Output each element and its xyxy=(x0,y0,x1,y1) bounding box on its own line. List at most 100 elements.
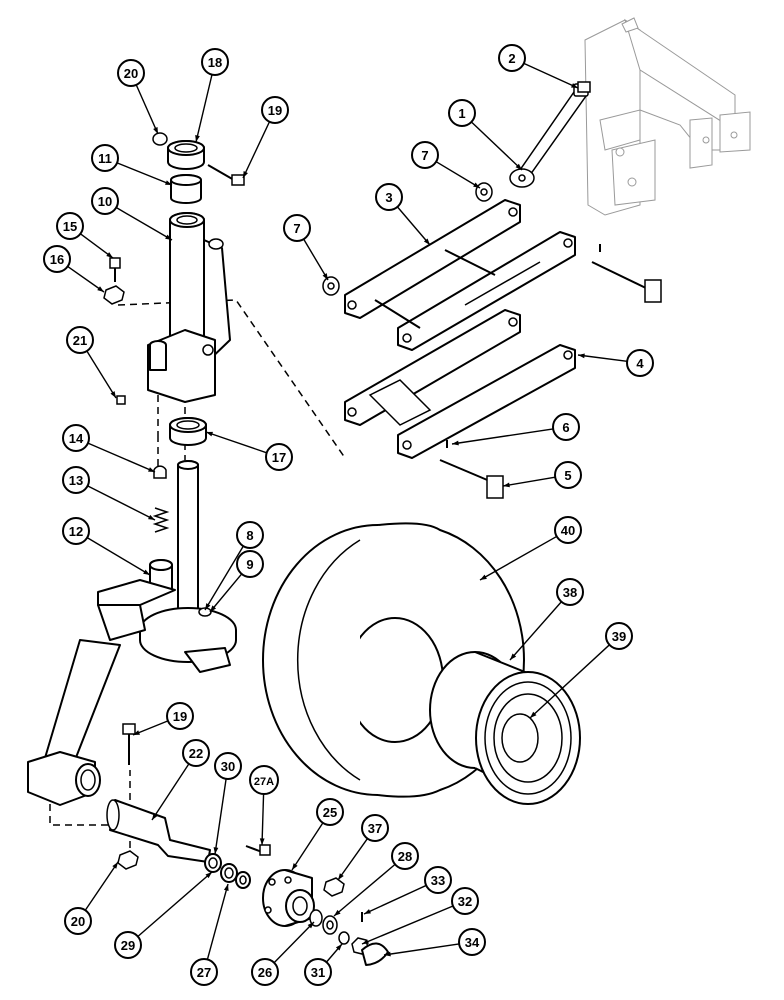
leader-line xyxy=(273,921,315,964)
leader-line xyxy=(86,350,117,399)
callout-19-lower: 19 xyxy=(166,702,194,730)
callout-16: 16 xyxy=(43,245,71,273)
leader-arrowhead xyxy=(259,838,265,845)
leader-arrowhead xyxy=(384,951,391,957)
callout-31: 31 xyxy=(304,958,332,986)
callout-40-label: 40 xyxy=(561,523,575,538)
callout-25-label: 25 xyxy=(323,805,337,820)
callout-10-label: 10 xyxy=(98,194,112,209)
leader-line xyxy=(86,537,151,576)
lug-nut xyxy=(323,877,345,897)
leader-arrowhead xyxy=(292,863,298,870)
callout-31-label: 31 xyxy=(311,965,325,980)
leader-line xyxy=(291,822,324,871)
callout-38: 38 xyxy=(556,578,584,606)
leader-line xyxy=(333,863,396,917)
callout-33-label: 33 xyxy=(431,873,445,888)
callout-7-lower: 7 xyxy=(283,214,311,242)
callout-3: 3 xyxy=(375,183,403,211)
callout-29: 29 xyxy=(114,931,142,959)
pin-nut xyxy=(577,81,591,93)
leader-line xyxy=(209,573,243,613)
leader-line xyxy=(206,883,229,960)
callout-27a: 27A xyxy=(249,765,279,795)
leader-arrowhead xyxy=(480,574,487,580)
leader-arrowhead xyxy=(322,273,328,280)
callout-30: 30 xyxy=(214,752,242,780)
leader-arrowhead xyxy=(148,514,155,520)
callout-1-label: 1 xyxy=(458,106,465,121)
callout-13: 13 xyxy=(62,466,90,494)
collar-bolt xyxy=(207,164,245,186)
leader-arrowhead xyxy=(97,286,104,292)
leader-arrowhead xyxy=(210,605,217,612)
callout-7-upper: 7 xyxy=(411,141,439,169)
callout-10: 10 xyxy=(91,187,119,215)
callout-4-label: 4 xyxy=(636,356,644,371)
leader-arrowhead xyxy=(503,482,510,488)
wheel-hub xyxy=(262,869,315,927)
callout-3-label: 3 xyxy=(385,190,392,205)
link-pin-upper xyxy=(591,244,662,303)
callout-12-label: 12 xyxy=(69,524,83,539)
leader-arrowhead xyxy=(571,83,578,88)
leader-line xyxy=(195,74,213,143)
callout-27: 27 xyxy=(190,958,218,986)
leader-arrowhead xyxy=(143,569,150,575)
callout-37: 37 xyxy=(361,814,389,842)
callout-21-label: 21 xyxy=(73,333,87,348)
callout-34-label: 34 xyxy=(465,935,480,950)
callout-34: 34 xyxy=(458,928,486,956)
leader-arrowhead xyxy=(110,391,116,398)
leader-arrowhead xyxy=(206,431,213,437)
hydraulic-cylinder xyxy=(509,83,589,188)
leader-line xyxy=(87,485,156,521)
leader-arrowhead xyxy=(165,234,172,240)
callout-18: 18 xyxy=(201,48,229,76)
callout-28-label: 28 xyxy=(398,849,412,864)
leader-arrowhead xyxy=(195,135,200,142)
leader-line xyxy=(396,206,431,246)
leader-line xyxy=(135,84,159,135)
callout-33: 33 xyxy=(424,866,452,894)
callout-26: 26 xyxy=(251,958,279,986)
leader-line xyxy=(383,943,460,956)
leader-arrowhead xyxy=(205,603,211,610)
bushing xyxy=(170,174,202,204)
callout-32: 32 xyxy=(451,887,479,915)
link-pin-lower xyxy=(439,440,504,499)
leader-arrowhead xyxy=(152,813,158,820)
callout-28: 28 xyxy=(391,842,419,870)
leader-arrowhead xyxy=(223,884,229,891)
hex-nut xyxy=(103,285,125,305)
callout-20-upper-label: 20 xyxy=(124,66,138,81)
leader-arrowhead xyxy=(153,127,158,134)
leader-line xyxy=(84,861,119,911)
leader-arrowhead xyxy=(205,872,212,879)
leader-line xyxy=(115,206,173,241)
callout-19-upper-label: 19 xyxy=(268,103,282,118)
leader-line xyxy=(470,121,523,171)
callout-27a-label: 27A xyxy=(254,776,274,788)
frame-bracket xyxy=(584,17,751,216)
leader-arrowhead xyxy=(112,862,118,869)
callout-27-label: 27 xyxy=(197,965,211,980)
leader-arrowhead xyxy=(473,182,480,188)
callout-16-label: 16 xyxy=(50,252,64,267)
callout-38-label: 38 xyxy=(563,585,577,600)
callout-39-label: 39 xyxy=(612,629,626,644)
assembly-lines xyxy=(49,299,346,860)
grease-fitting xyxy=(116,395,126,405)
leader-line xyxy=(363,884,427,915)
callout-6-label: 6 xyxy=(562,420,569,435)
leader-arrowhead xyxy=(362,939,369,944)
top-collar xyxy=(167,140,205,170)
callout-2: 2 xyxy=(498,44,526,72)
callout-39: 39 xyxy=(605,622,633,650)
lower-parallel-link xyxy=(344,309,576,459)
callout-11: 11 xyxy=(91,144,119,172)
leader-line xyxy=(337,838,369,881)
leader-arrowhead xyxy=(106,252,113,258)
leader-line xyxy=(204,545,244,611)
